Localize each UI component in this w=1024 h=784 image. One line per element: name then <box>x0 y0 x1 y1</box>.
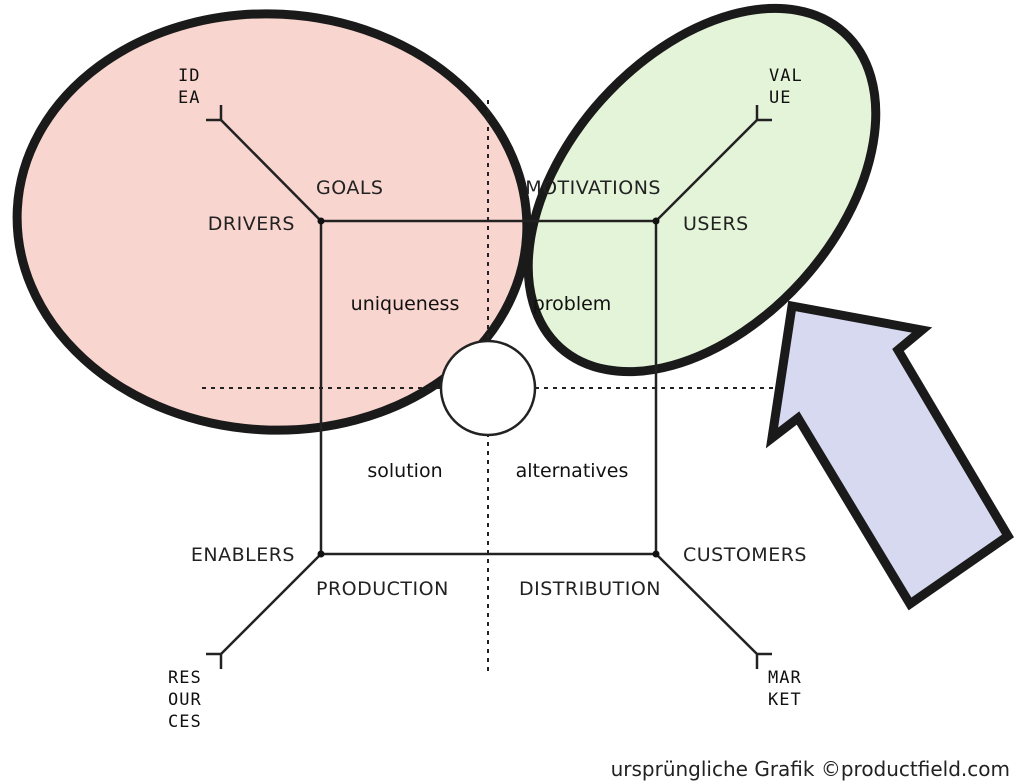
label-drivers: DRIVERS <box>208 213 295 235</box>
corner-dot-bottom-right <box>652 550 660 558</box>
label-market-2: KET <box>768 690 802 710</box>
label-idea-2: EA <box>178 88 200 108</box>
label-distribution: DISTRIBUTION <box>519 578 661 600</box>
label-problem: problem <box>533 293 612 315</box>
branch-bottom-left <box>220 553 322 655</box>
label-market-1: MAR <box>768 668 802 688</box>
pointing-arrow <box>765 300 1015 611</box>
green-highlight-ellipse <box>523 3 881 377</box>
corner-dot-top-left <box>317 217 325 225</box>
label-value-1: VAL <box>769 66 803 86</box>
center-square <box>319 219 658 556</box>
label-motivations: MOTIVATIONS <box>525 177 661 199</box>
label-enablers: ENABLERS <box>191 544 295 566</box>
center-circle <box>439 339 537 437</box>
branch-top-left <box>220 119 322 222</box>
credit-text: ursprüngliche Grafik ©productfield.com <box>611 757 1010 781</box>
corner-dot-top-right <box>652 217 660 225</box>
branch-bottom-right <box>655 553 758 655</box>
branch-top-right <box>655 119 758 222</box>
label-value-2: UE <box>769 88 791 108</box>
label-uniqueness: uniqueness <box>351 293 460 315</box>
label-resources-2: OUR <box>168 690 202 710</box>
label-goals: GOALS <box>316 177 384 199</box>
label-production: PRODUCTION <box>316 578 449 600</box>
label-customers: CUSTOMERS <box>683 544 807 566</box>
label-resources-3: CES <box>168 712 202 732</box>
corner-dot-bottom-left <box>317 550 325 558</box>
label-users: USERS <box>683 213 749 235</box>
label-solution: solution <box>367 460 442 482</box>
label-alternatives: alternatives <box>516 460 629 482</box>
label-resources-1: RES <box>168 668 202 688</box>
label-idea-1: ID <box>178 66 200 86</box>
